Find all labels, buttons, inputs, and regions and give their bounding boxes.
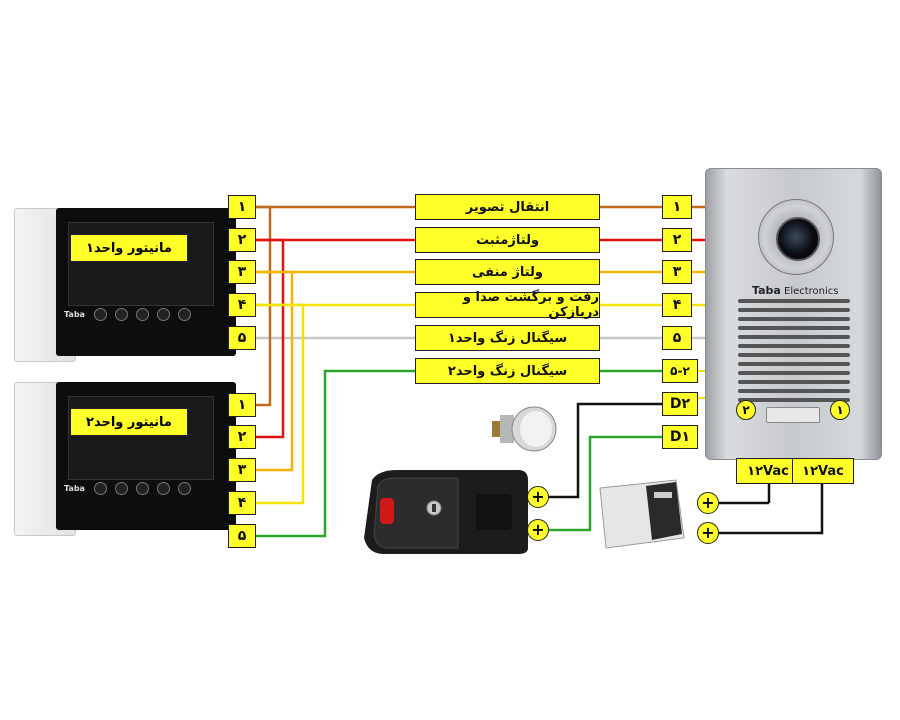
panel-terminal-5-2: ۵-۲ [662,359,698,383]
wire-d2 [547,402,662,499]
panel-button-terminal-2: ۲ [736,400,756,420]
monitor-front: مانیتور واحد۱ Taba [56,208,236,356]
terminal-unit1-2: ۲ [228,228,256,252]
panel-button-terminal-1: ۱ [830,400,850,420]
monitor-button[interactable] [115,308,128,321]
supply-label-1: ۱۲Vac [736,458,800,484]
signal-label-video: انتقال تصویر [415,194,600,220]
terminal-unit2-1: ۱ [228,393,256,417]
signal-label-bell2: سیگنال زنگ واحد۲ [415,358,600,384]
terminal-unit2-3: ۳ [228,458,256,482]
panel-terminal-5: ۵ [662,326,692,350]
camera-lens [776,217,820,261]
panel-terminal-4: ۴ [662,293,692,317]
terminal-unit1-5: ۵ [228,326,256,350]
monitor-front: مانیتور واحد۲ Taba [56,382,236,530]
monitor-brand: Taba [64,310,85,319]
supply-plus-terminal-2: + [697,522,719,544]
wire-audio-unit2 [254,303,305,505]
terminal-unit1-1: ۱ [228,195,256,219]
electric-lock-icon [364,470,528,554]
panel-terminal-3: ۳ [662,260,692,284]
supply-label-2: ۱۲Vac [792,458,854,484]
monitor-buttons [94,308,191,321]
terminal-unit1-4: ۴ [228,293,256,317]
lock-plus-terminal-2: + [527,519,549,541]
monitor-button[interactable] [136,308,149,321]
wire-d1 [547,435,662,532]
speaker-grill [738,299,850,402]
door-terminal-d2: D۲ [662,392,698,416]
power-supply-icon [599,479,685,549]
supply-plus-terminal-1: + [697,492,719,514]
terminal-unit1-3: ۳ [228,260,256,284]
monitor-label: مانیتور واحد۲ [70,408,188,436]
monitor-button[interactable] [157,482,170,495]
panel-brand: Taba Electronics [752,284,839,297]
wire-negative-unit2 [254,270,294,472]
panel-terminal-2: ۲ [662,228,692,252]
monitor-button[interactable] [94,308,107,321]
signal-label-positive: ولتاژمثبت [415,227,600,253]
door-panel: Taba Electronics [705,168,882,460]
monitor-button[interactable] [136,482,149,495]
terminal-unit2-4: ۴ [228,491,256,515]
signal-label-negative: ولتاژ منفی [415,259,600,285]
call-button[interactable] [766,407,820,423]
terminal-unit2-2: ۲ [228,425,256,449]
door-terminal-d1: D۱ [662,425,698,449]
camera-icon [758,199,834,275]
monitor-brand: Taba [64,484,85,493]
monitor-button[interactable] [115,482,128,495]
push-button-icon [492,406,557,452]
signal-label-audio: رفت و برگشت صدا و دربازکن [415,290,600,320]
lock-plus-terminal-1: + [527,486,549,508]
monitor-buttons [94,482,191,495]
panel-terminal-1: ۱ [662,195,692,219]
monitor-button[interactable] [178,308,191,321]
wire-positive-unit2 [254,238,285,439]
terminal-unit2-5: ۵ [228,524,256,548]
signal-label-bell1: سیگنال زنگ واحد۱ [415,325,600,351]
monitor-button[interactable] [178,482,191,495]
monitor-button[interactable] [94,482,107,495]
monitor-label: مانیتور واحد۱ [70,234,188,262]
monitor-button[interactable] [157,308,170,321]
